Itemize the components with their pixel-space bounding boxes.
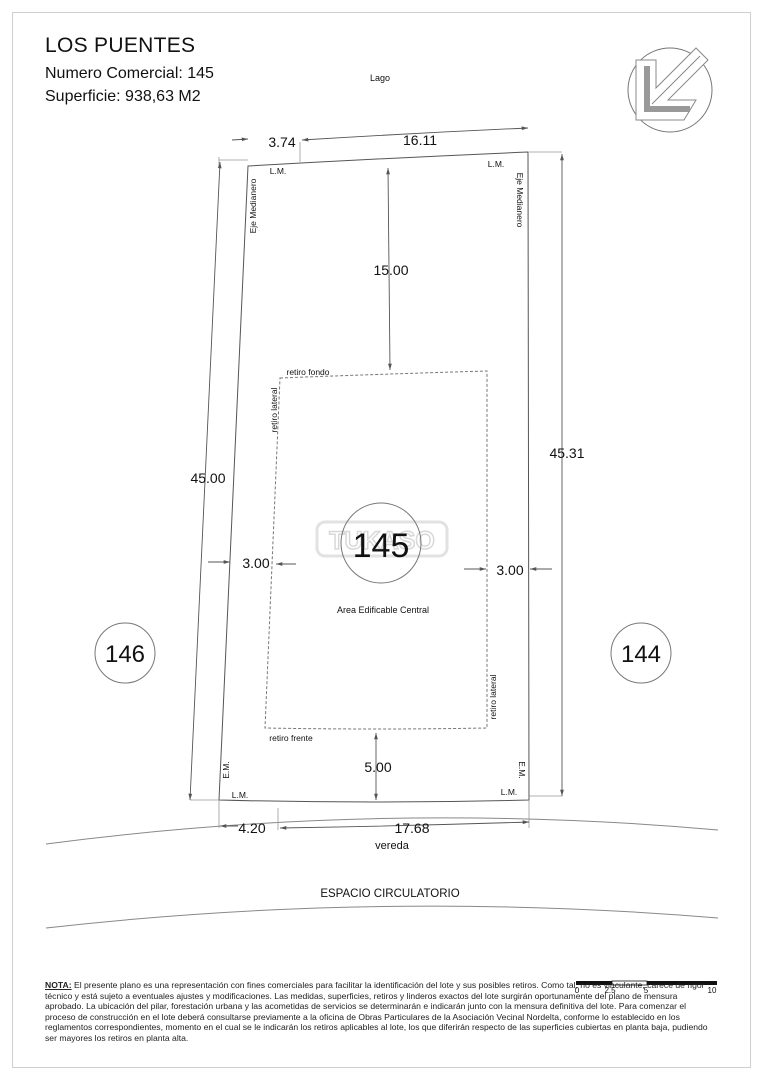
scale-tick-0: 0 xyxy=(575,986,580,995)
buildable-area-label: Area Edificable Central xyxy=(337,605,429,615)
scale-tick-3: 10 xyxy=(708,986,717,995)
dim-rear-setback: 15.00 xyxy=(373,262,408,278)
side-setback-label-left: retiro lateral xyxy=(269,387,279,432)
north-arrow-icon xyxy=(627,47,713,133)
front-setback-label: retiro frente xyxy=(269,733,313,743)
side-setback-label-right: retiro lateral xyxy=(488,674,498,719)
extension-lines xyxy=(190,142,562,830)
disclaimer-note: NOTA: El presente plano es una represent… xyxy=(45,980,713,1044)
lm-label-bottom-right: L.M. xyxy=(501,787,518,797)
dim-top-right: 16.11 xyxy=(403,132,437,148)
watermark-text: TUKASO xyxy=(329,527,435,555)
circulation-space-label: ESPACIO CIRCULATORIO xyxy=(320,888,459,900)
neighbor-lot-left-circle xyxy=(94,622,156,684)
lake-label: Lago xyxy=(370,73,390,83)
note-label: NOTA: xyxy=(45,980,72,990)
neighbor-lot-right: 144 xyxy=(621,641,661,668)
scale-tick-1: 2.5 xyxy=(604,986,616,995)
dim-left-setback: 3.00 xyxy=(242,555,269,571)
dim-bottom-left: 4.20 xyxy=(238,820,265,836)
rear-setback-label: retiro fondo xyxy=(287,367,330,377)
lot-surface: Superficie: 938,63 M2 xyxy=(45,88,201,105)
lm-label-top-right: L.M. xyxy=(488,159,505,169)
em-label-left: E.M. xyxy=(221,761,231,778)
watermark-logo: TUKASO xyxy=(315,520,449,558)
sidewalk-line xyxy=(45,817,719,845)
dimension-lines xyxy=(188,126,564,830)
development-name: LOS PUENTES xyxy=(45,34,196,57)
commercial-number: Numero Comercial: 145 xyxy=(45,65,214,82)
em-label-right: E.M. xyxy=(517,761,527,778)
dim-right-side: 45.31 xyxy=(549,445,584,461)
street-line xyxy=(45,905,719,929)
lm-label-bottom-left: L.M. xyxy=(232,790,249,800)
scale-tick-2: 5 xyxy=(644,986,649,995)
neighbor-lot-left: 146 xyxy=(105,641,145,668)
dim-right-setback: 3.00 xyxy=(496,562,523,578)
dim-left-side: 45.00 xyxy=(190,470,225,486)
lot-number: 145 xyxy=(353,527,410,565)
dim-bottom-right: 17.68 xyxy=(394,820,429,836)
dim-front-setback: 5.00 xyxy=(364,759,391,775)
lot-number-circle xyxy=(340,502,422,584)
scale-bar: 0 2.5 5 10 xyxy=(575,980,717,995)
sheet-border xyxy=(12,12,751,1068)
party-wall-label-left: Eje Medianero xyxy=(248,178,258,233)
note-text: El presente plano es una representación … xyxy=(45,980,708,1043)
lm-label-top-left: L.M. xyxy=(270,166,287,176)
sidewalk-label: vereda xyxy=(375,840,410,852)
buildable-area xyxy=(264,370,488,730)
neighbor-lot-right-circle xyxy=(610,622,672,684)
lot-boundary xyxy=(218,151,530,803)
party-wall-label-right: Eje Medianero xyxy=(515,173,525,228)
dim-top-left: 3.74 xyxy=(268,134,295,150)
